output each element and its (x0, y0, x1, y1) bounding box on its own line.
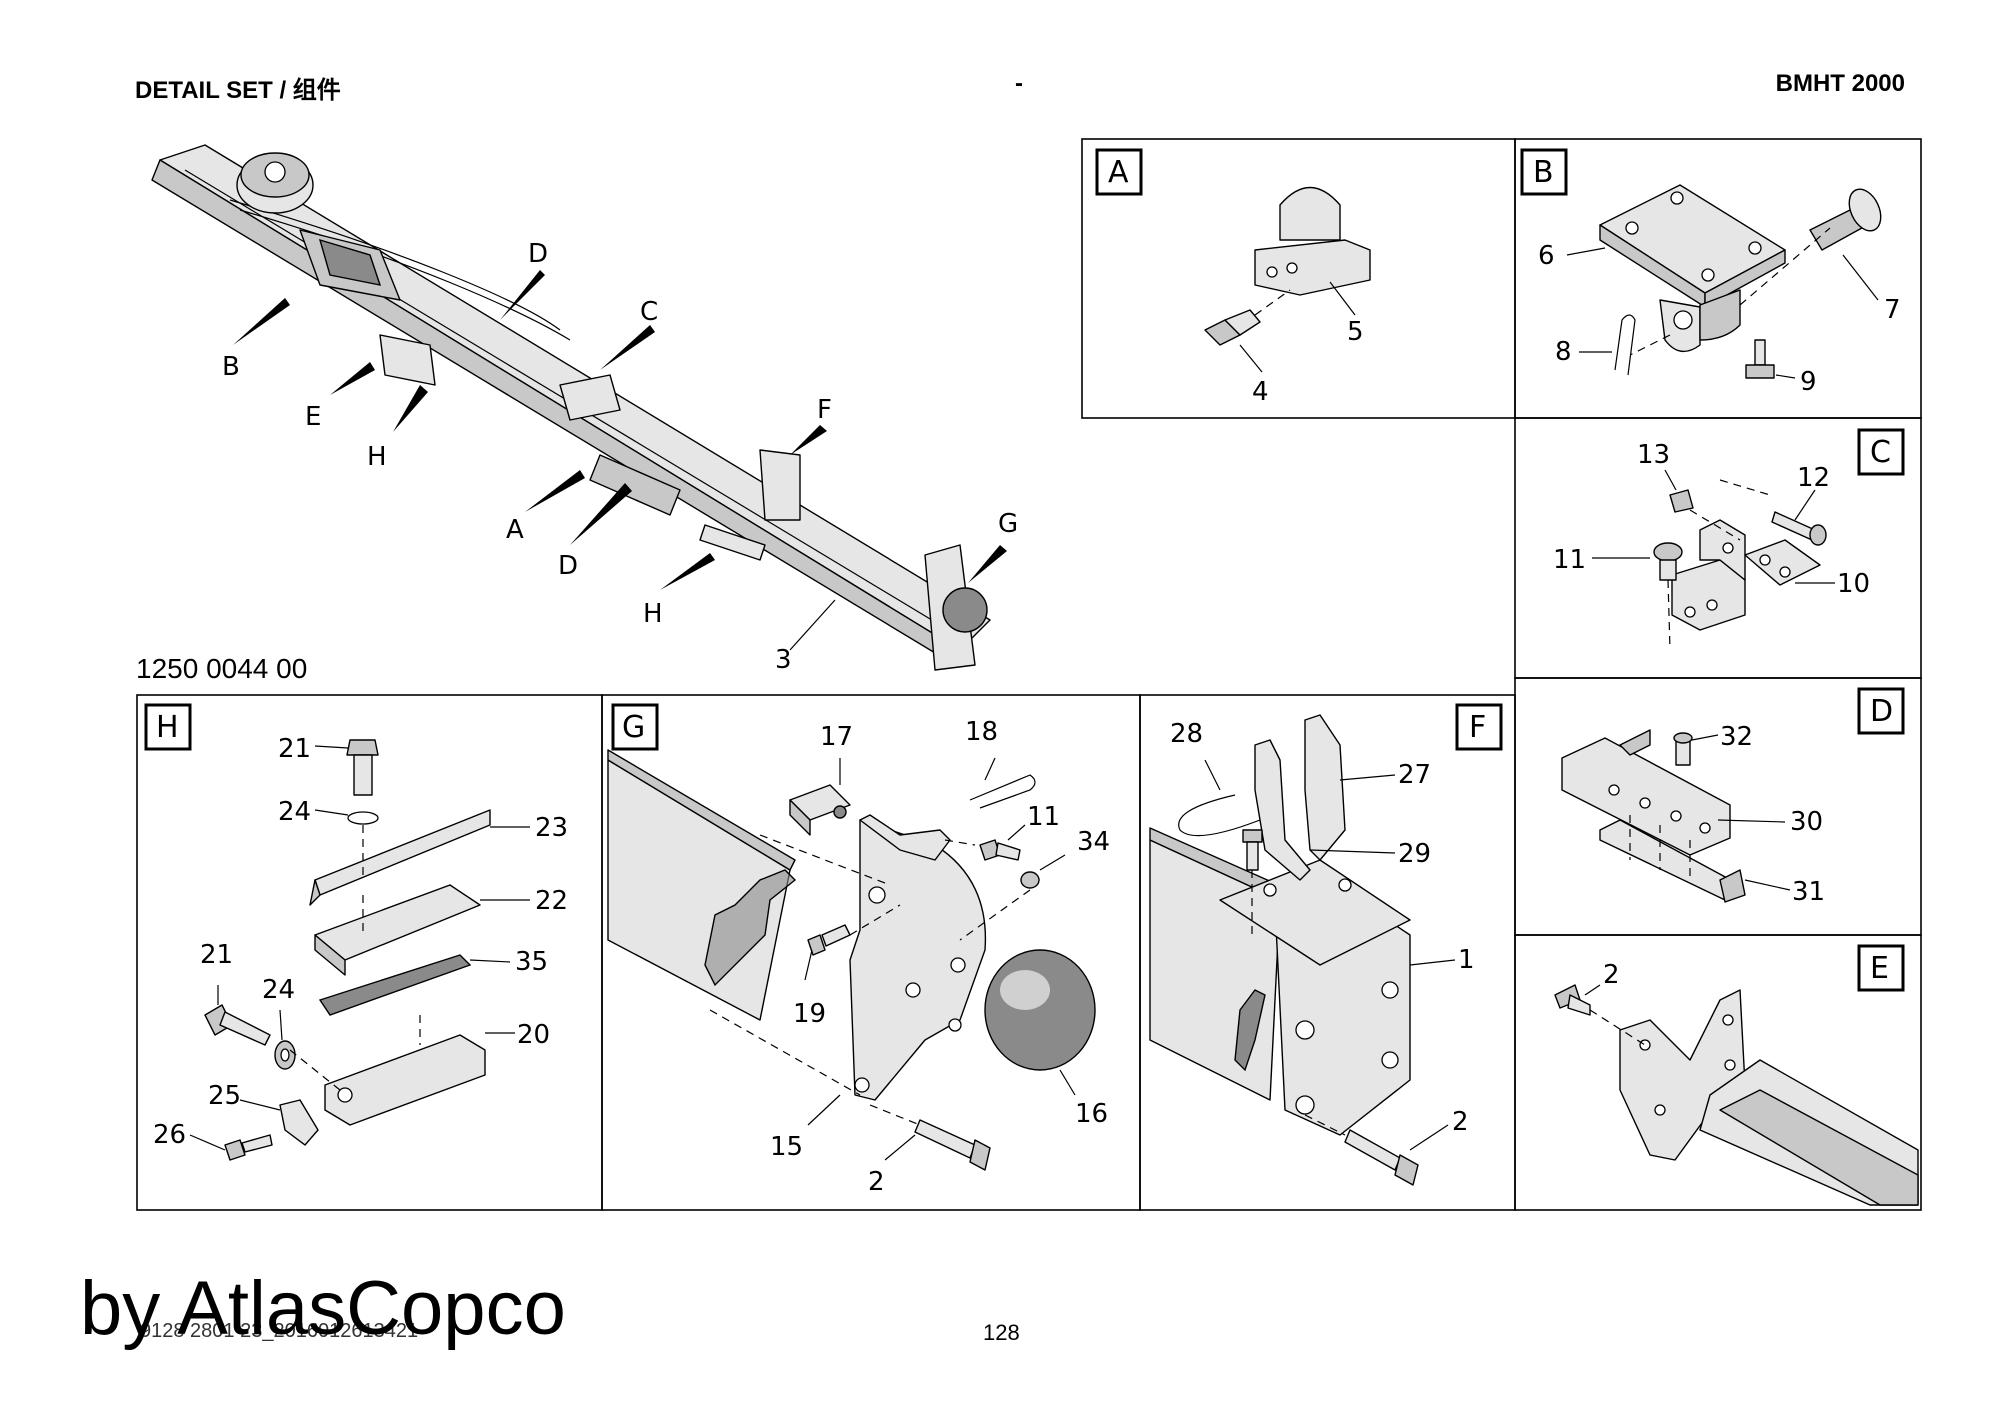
panel-b-letter: B (1533, 155, 1554, 190)
callout-g: G (998, 509, 1018, 539)
panel-c-item-10: 10 (1837, 569, 1870, 599)
callout-h-bottom: H (643, 599, 663, 629)
header-title: DETAIL SET / 组件 (135, 77, 341, 104)
panel-h-letter: H (156, 710, 179, 745)
panel-f-item-2: 2 (1452, 1107, 1469, 1137)
panel-g-item-11: 11 (1027, 802, 1060, 832)
panel-g-item-2: 2 (868, 1167, 885, 1197)
panel-b-item-6: 6 (1538, 241, 1555, 271)
panel-b-item-7: 7 (1884, 295, 1901, 325)
callout-c: C (640, 297, 658, 327)
brand-watermark: by AtlasCopco (80, 1266, 566, 1351)
panel-e-letter: E (1870, 951, 1889, 986)
panel-c: C 13 12 11 10 (1553, 428, 1905, 651)
part-number: 1250 0044 00 (136, 653, 308, 684)
panel-d: D 32 30 31 (1561, 687, 1905, 907)
callout-a: A (506, 515, 524, 545)
panel-f-frame (1139, 694, 1516, 1211)
panel-d-item-30: 30 (1790, 807, 1823, 837)
panel-f-item-27: 27 (1398, 760, 1431, 790)
panel-g: G (607, 703, 1110, 1197)
panel-f-item-28: 28 (1170, 719, 1203, 749)
panel-h-item-21-left: 21 (200, 940, 233, 970)
panel-h-item-26: 26 (153, 1120, 186, 1150)
panel-h: H (144, 703, 568, 1161)
callout-f: F (817, 395, 832, 425)
callout-d-bottom: D (558, 551, 578, 581)
panel-g-item-15: 15 (770, 1132, 803, 1162)
callout-b: B (222, 352, 240, 382)
panel-c-letter: C (1870, 435, 1891, 470)
panel-f-letter: F (1469, 710, 1486, 745)
panel-c-item-12: 12 (1797, 463, 1830, 493)
panel-a-item-5: 5 (1347, 317, 1364, 347)
panel-g-letter: G (622, 710, 645, 745)
panel-g-item-16: 16 (1075, 1099, 1108, 1129)
panel-d-letter: D (1870, 694, 1893, 729)
callout-h-top: H (367, 442, 387, 472)
panel-g-item-34: 34 (1077, 827, 1110, 857)
panel-a-item-4: 4 (1252, 377, 1269, 407)
panel-c-item-13: 13 (1637, 440, 1670, 470)
panel-h-item-20: 20 (517, 1020, 550, 1050)
panel-h-item-35: 35 (515, 947, 548, 977)
panel-d-item-32: 32 (1720, 722, 1753, 752)
main-assembly-view: D C B E H F A D G H 3 (151, 144, 1018, 675)
panel-e-item-2: 2 (1603, 960, 1620, 990)
panel-a-letter: A (1108, 155, 1129, 190)
panel-f-item-29: 29 (1398, 839, 1431, 869)
page-number: 128 (983, 1320, 1020, 1345)
panel-b-item-8: 8 (1555, 337, 1572, 367)
panel-h-item-25: 25 (208, 1081, 241, 1111)
header-separator: - (1015, 70, 1023, 97)
panel-c-item-11: 11 (1553, 545, 1586, 575)
document-reference: 9128 2801 23_2016012613421 (140, 1320, 419, 1342)
panel-h-item-22: 22 (535, 886, 568, 916)
panel-h-item-24-left: 24 (262, 975, 295, 1005)
header-model: BMHT 2000 (1775, 70, 1905, 97)
panel-g-item-18: 18 (965, 717, 998, 747)
panel-e: E 2 (1554, 944, 1919, 1206)
panel-d-item-31: 31 (1792, 877, 1825, 907)
panel-f-item-1: 1 (1458, 945, 1475, 975)
callout-e: E (305, 402, 321, 432)
callout-3: 3 (775, 645, 792, 675)
panel-g-item-19: 19 (793, 999, 826, 1029)
panel-b-item-9: 9 (1800, 367, 1817, 397)
panel-f: F 28 27 29 1 2 (1149, 703, 1503, 1186)
panel-h-item-23: 23 (535, 813, 568, 843)
callout-d-top: D (528, 239, 548, 269)
panel-g-item-17: 17 (820, 722, 853, 752)
panel-h-item-21-top: 21 (278, 734, 311, 764)
panel-a: A 4 5 (1095, 148, 1371, 407)
panel-b: B 6 7 8 9 (1520, 148, 1901, 397)
panel-h-item-24-top: 24 (278, 797, 311, 827)
